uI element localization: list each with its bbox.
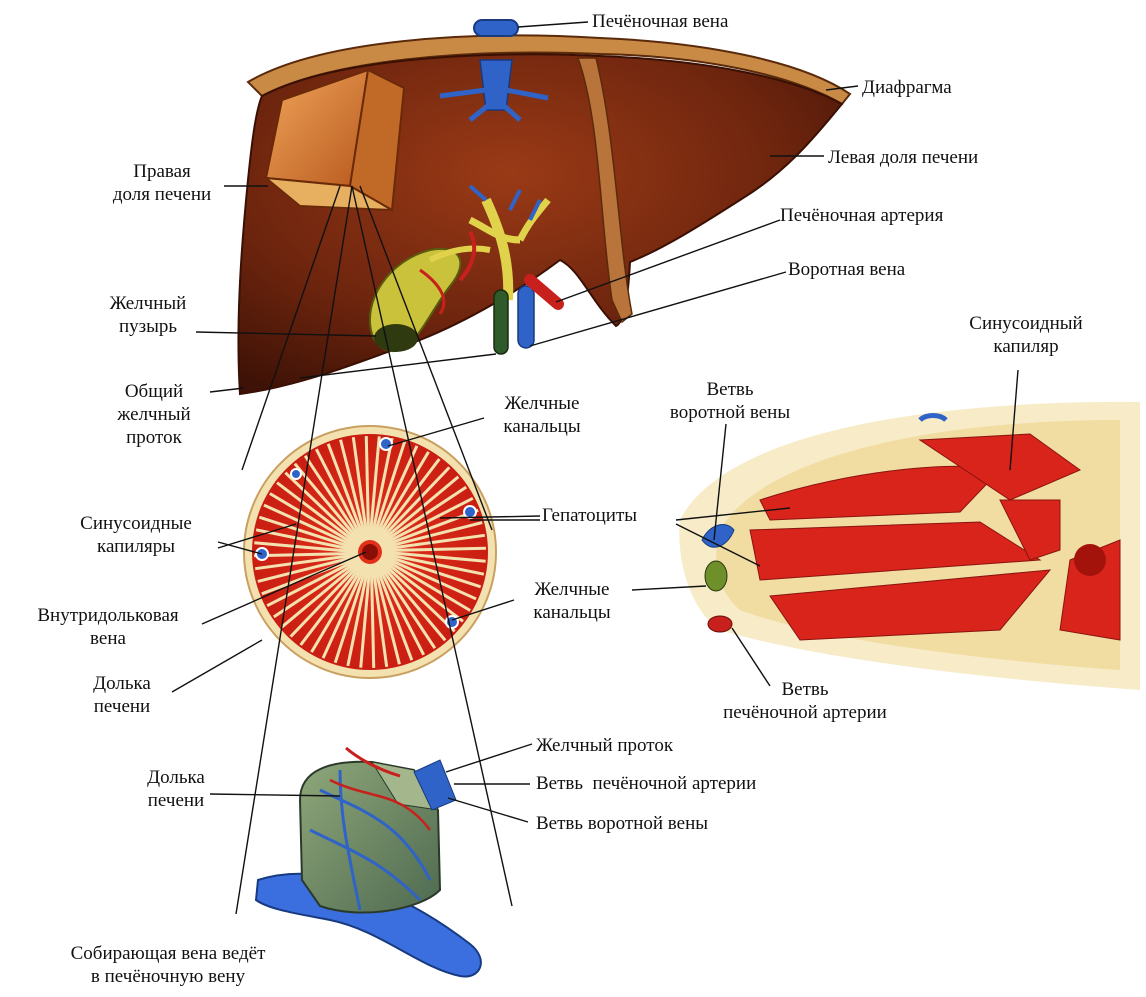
label-common-bile-duct-line-2: желчный [104, 403, 204, 426]
label-common-bile-duct-line-1: Общий [104, 380, 204, 403]
label-central-vein: Внутридольковая вена [10, 604, 206, 650]
common-bile-duct-tube [494, 290, 508, 354]
sinusoid-detail [679, 402, 1140, 690]
label-lobule-mid-line-1: Долька [70, 672, 174, 695]
label-lobule-bottom-line-1: Долька [124, 766, 228, 789]
label-portal-branch-bottom: Ветвь воротной вены [536, 812, 708, 835]
label-bile-canaliculi-top-line-1: Желчные [482, 392, 602, 415]
label-bile-canaliculi-top-line-2: канальцы [482, 415, 602, 438]
bile-duct-detail [705, 561, 727, 591]
label-sinusoid-capillary-line-2: капиляр [938, 335, 1114, 358]
label-sinusoid-capillary: Синусоидный капиляр [938, 312, 1114, 358]
label-collecting-vein-line-1: Собирающая вена ведёт [18, 942, 318, 965]
label-left-lobe: Левая доля печени [828, 146, 978, 169]
liver [238, 20, 850, 394]
label-common-bile-duct-line-3: проток [104, 426, 204, 449]
label-hepatic-vein: Печёночная вена [592, 10, 728, 33]
label-hepatic-artery-branch-right-line-2: печёночной артерии [690, 701, 920, 724]
label-bile-canaliculi-mid-line-2: канальцы [510, 601, 634, 624]
label-lobule-bottom: Долька печени [124, 766, 228, 812]
hepatic-artery-branch-detail [708, 616, 732, 632]
lobule-cross-section [244, 426, 496, 678]
portal-vein-tube [518, 286, 534, 348]
label-hepatocytes: Гепатоциты [542, 504, 637, 527]
label-sinusoid-capillaries-line-2: капиляры [56, 535, 216, 558]
label-central-vein-line-1: Внутридольковая [10, 604, 206, 627]
label-bile-canaliculi-top: Желчные канальцы [482, 392, 602, 438]
label-bile-duct: Желчный проток [536, 734, 673, 757]
label-right-lobe-line-1: Правая [102, 160, 222, 183]
hepatic-vein [474, 20, 518, 36]
label-gallbladder-line-1: Желчный [96, 292, 200, 315]
label-gallbladder-line-2: пузырь [96, 315, 200, 338]
label-hepatic-artery-branch-right: Ветвь печёночной артерии [690, 678, 920, 724]
label-lobule-mid-line-2: печени [70, 695, 174, 718]
label-central-vein-line-2: вена [10, 627, 206, 650]
label-portal-branch-top-line-1: Ветвь [640, 378, 820, 401]
label-lobule-bottom-line-2: печени [124, 789, 228, 812]
label-diaphragm: Диафрагма [862, 76, 952, 99]
label-bile-canaliculi-mid: Желчные канальцы [510, 578, 634, 624]
label-sinusoid-capillaries-line-1: Синусоидные [56, 512, 216, 535]
label-hepatic-artery: Печёночная артерия [780, 204, 943, 227]
label-portal-branch-top: Ветвь воротной вены [640, 378, 820, 424]
label-right-lobe: Правая доля печени [102, 160, 222, 206]
label-collecting-vein-line-2: в печёночную вену [18, 965, 318, 988]
label-gallbladder: Желчный пузырь [96, 292, 200, 338]
label-portal-vein: Воротная вена [788, 258, 905, 281]
label-hepatic-artery-branch-bottom: Ветвь печёночной артерии [536, 772, 756, 795]
label-portal-branch-top-line-2: воротной вены [640, 401, 820, 424]
label-collecting-vein: Собирающая вена ведёт в печёночную вену [18, 942, 318, 988]
label-common-bile-duct: Общий желчный проток [104, 380, 204, 449]
label-bile-canaliculi-mid-line-1: Желчные [510, 578, 634, 601]
label-lobule-mid: Долька печени [70, 672, 174, 718]
label-sinusoid-capillaries: Синусоидные капиляры [56, 512, 216, 558]
label-hepatic-artery-branch-right-line-1: Ветвь [690, 678, 920, 701]
label-sinusoid-capillary-line-1: Синусоидный [938, 312, 1114, 335]
label-right-lobe-line-2: доля печени [102, 183, 222, 206]
